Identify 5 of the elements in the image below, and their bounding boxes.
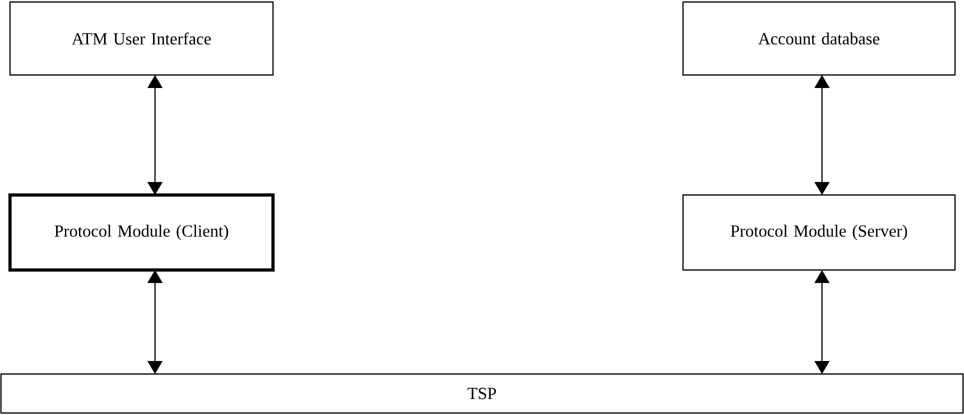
box: TSP — [0, 373, 964, 414]
module-box: Protocol Module (Server) — [682, 194, 956, 271]
box: ATM User Interface — [9, 1, 274, 76]
box: Account database — [682, 1, 956, 76]
module-box: Protocol Module (Client) — [8, 193, 275, 272]
